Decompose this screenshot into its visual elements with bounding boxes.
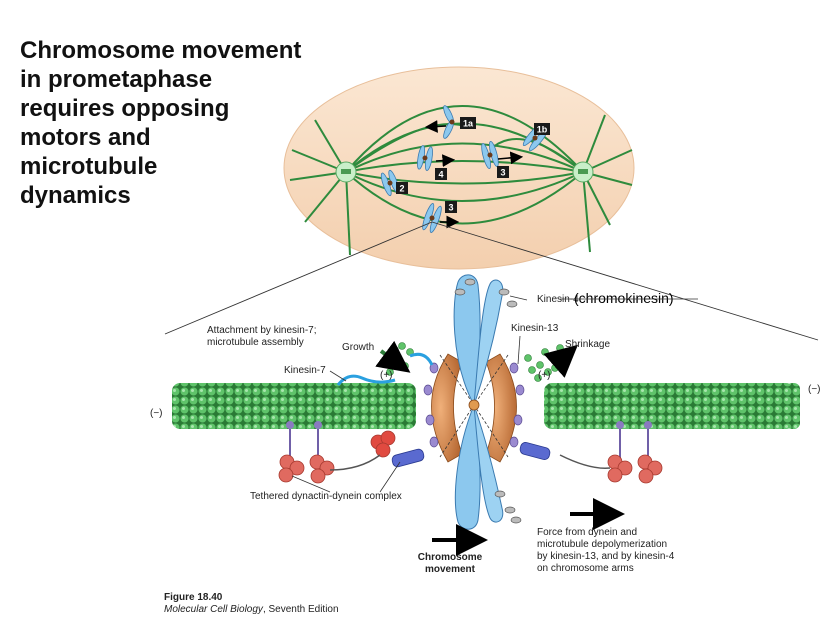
badge: 3 <box>445 201 457 213</box>
zoom-callout-lines <box>164 221 819 341</box>
dynein-complex-6 <box>519 442 611 469</box>
dynein-complex-3 <box>329 430 425 471</box>
badge: 1a <box>460 117 476 129</box>
title-line: microtubule <box>20 153 158 180</box>
chromosome-3-lower <box>422 203 442 233</box>
label-tethered: Tethered dynactin-dynein complex <box>250 491 402 502</box>
dynein-complex-2 <box>309 421 335 484</box>
cell-body <box>283 66 635 270</box>
title-line: in prometaphase <box>20 66 213 93</box>
svg-text:3: 3 <box>500 168 505 178</box>
badge: 4 <box>435 168 447 180</box>
badge: 3 <box>497 166 509 178</box>
title-line: requires opposing <box>20 95 230 122</box>
label-kinesin-4: Kinesin-4 <box>537 294 579 305</box>
dynein-complex-4 <box>607 421 633 483</box>
label-minus-left: (−) <box>150 408 163 419</box>
label-kinesin-13: Kinesin-13 <box>511 323 559 334</box>
title-line: Chromosome movement <box>20 37 302 64</box>
microtubule-right <box>544 383 794 429</box>
label-force-3: by kinesin-13, and by kinesin-4 <box>537 551 675 562</box>
figure-number: Figure 18.40 <box>164 592 223 603</box>
dynein-complex-1 <box>278 421 305 483</box>
label-attach-2: microtubule assembly <box>207 337 304 348</box>
kinesin-13-motors <box>423 362 525 448</box>
label-minus-right: (−) <box>808 384 821 395</box>
label-growth: Growth <box>342 342 374 353</box>
figure-caption: Figure 18.40 Molecular Cell Biology, Sev… <box>164 592 339 616</box>
dynein-complex-5 <box>637 421 663 484</box>
label-plus-left: (+) <box>380 370 393 381</box>
badge: 2 <box>396 182 408 194</box>
figure-source: Molecular Cell Biology <box>164 604 263 615</box>
centrosome-right <box>572 161 594 183</box>
svg-text:2: 2 <box>399 184 404 194</box>
svg-text:3: 3 <box>448 203 453 213</box>
label-force-4: on chromosome arms <box>537 563 634 574</box>
title-line: dynamics <box>20 182 131 209</box>
label-attach-1: Attachment by kinesin-7; <box>207 325 317 336</box>
slide-title: Chromosome movement in prometaphase requ… <box>20 36 350 210</box>
kinesin-7-motor <box>336 374 396 386</box>
kinesin-4-motors <box>454 278 522 524</box>
centrosome-left <box>335 161 357 183</box>
label-chromosome-movement-1: Chromosome <box>418 552 483 563</box>
label-force-1: Force from dynein and <box>537 527 637 538</box>
cell-spindle-diagram: 1a 1b 2 4 3 3 <box>283 66 635 270</box>
chromosome-1a <box>443 105 455 139</box>
kinetochore-detail: Attachment by kinesin-7; microtubule ass… <box>150 274 821 575</box>
badge: 1b <box>534 123 550 135</box>
microtubule-left <box>172 383 416 429</box>
label-plus-right: (+) <box>538 370 551 381</box>
title-line: motors and <box>20 124 151 151</box>
svg-text:1b: 1b <box>537 125 548 135</box>
label-force-2: microtubule depolymerization <box>537 539 667 550</box>
chromosome-4 <box>417 145 433 171</box>
chromosome-3-upper <box>481 140 499 170</box>
label-chromokinesin: (chromokinesin) <box>574 290 674 306</box>
svg-text:4: 4 <box>438 170 443 180</box>
chromosome <box>453 274 504 530</box>
movement-arrows <box>424 120 524 229</box>
svg-text:1a: 1a <box>463 119 474 129</box>
label-kinesin-7: Kinesin-7 <box>284 365 326 376</box>
shrinkage-arrow <box>543 344 578 378</box>
figure-edition: , Seventh Edition <box>262 604 339 615</box>
growth-arrow <box>375 340 411 373</box>
label-shrinkage: Shrinkage <box>565 339 610 350</box>
label-chromosome-movement-2: movement <box>425 564 476 575</box>
